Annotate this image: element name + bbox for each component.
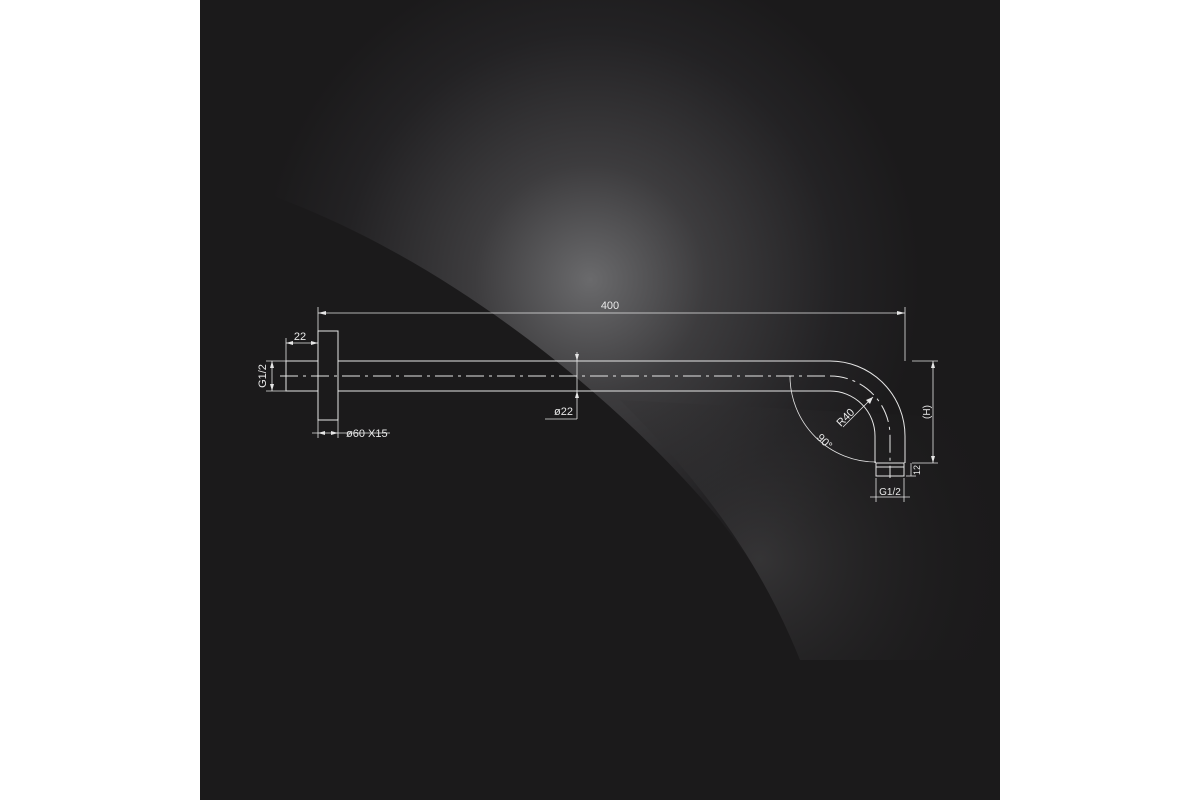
arrow-diam-bottom bbox=[575, 391, 579, 398]
light-sweep-lower bbox=[620, 400, 1000, 660]
arrow-22-left bbox=[286, 341, 293, 345]
dim-label-overall-length: 400 bbox=[601, 300, 619, 312]
arrow-flange-right bbox=[331, 431, 338, 435]
dim-label-pipe-diameter: ø22 bbox=[554, 406, 573, 418]
arrow-flange-left bbox=[318, 431, 325, 435]
dim-label-inlet-thread: G1/2 bbox=[257, 364, 269, 388]
dim-label-thread-length: 22 bbox=[294, 331, 306, 343]
dim-label-drop-height: (H) bbox=[922, 405, 933, 419]
arrow-h-top bbox=[931, 361, 935, 368]
angle-arc-90 bbox=[789, 375, 877, 463]
drawing-panel: 400 22 G1/2 ø60 X15 ø22 R40 90° (H) 12 G… bbox=[200, 0, 1000, 800]
arrow-g12-bottom bbox=[270, 384, 274, 391]
dim-label-outlet-length: 12 bbox=[912, 465, 922, 475]
dim-label-outlet-thread: G1/2 bbox=[879, 487, 901, 498]
pipe-bend-outer bbox=[829, 360, 906, 463]
arrow-diam-top bbox=[575, 354, 579, 361]
arrow-22-right bbox=[311, 341, 318, 345]
arrow-400-left bbox=[318, 311, 326, 315]
arrow-g12-top bbox=[270, 361, 274, 368]
technical-drawing: 400 22 G1/2 ø60 X15 ø22 R40 90° (H) 12 G… bbox=[200, 0, 1000, 800]
arrow-h-bottom bbox=[931, 456, 935, 463]
bend-centerline bbox=[829, 375, 891, 478]
dim-label-flange: ø60 X15 bbox=[346, 428, 388, 440]
arrow-400-right bbox=[897, 311, 905, 315]
arrow-r40 bbox=[866, 397, 873, 404]
